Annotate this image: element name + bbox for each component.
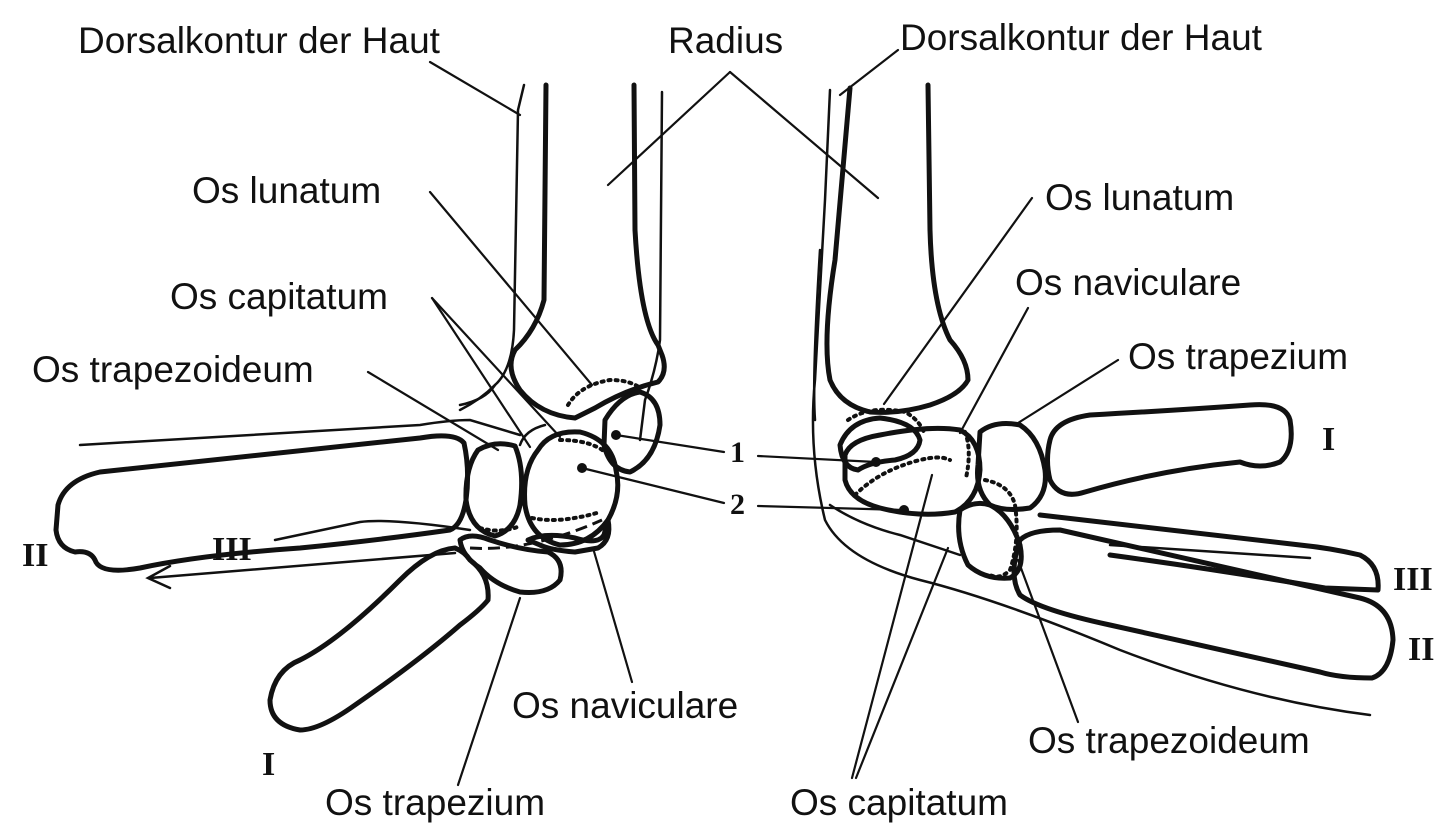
label-lunatum-left: Os lunatum <box>192 170 381 211</box>
leader-naviculare-right <box>958 306 1030 435</box>
label-dorsalkontur-left: Dorsalkontur der Haut <box>78 20 441 61</box>
marker-2-dot-right <box>899 505 909 515</box>
left-arrow-head <box>145 564 172 590</box>
label-radius: Radius <box>668 20 783 61</box>
numeral-left-III: III <box>212 531 252 568</box>
right-dorsal-skin-contour <box>811 88 1372 717</box>
leader-lines <box>366 48 1120 787</box>
leader-lunatum-right <box>882 196 1034 406</box>
left-radius-inner-edge <box>638 90 664 442</box>
numeral-left-I: I <box>262 746 275 783</box>
label-lunatum-right: Os lunatum <box>1045 177 1234 218</box>
left-dorsal-line <box>78 418 522 447</box>
leader-trapezoideum-left <box>366 370 500 452</box>
right-naviculare-dotted <box>963 430 971 480</box>
marker-1-dot-right <box>871 457 881 467</box>
leader-trapezium-right <box>1016 358 1120 425</box>
marker-2: 2 <box>730 488 745 521</box>
left-lunatum-dotted-outline <box>566 377 642 407</box>
left-wrist <box>53 82 667 733</box>
label-naviculare-left: Os naviculare <box>512 685 738 726</box>
label-trapezoideum-right: Os trapezoideum <box>1028 720 1310 761</box>
leader-marker-2-left <box>580 466 726 505</box>
leader-capitatum-left-a <box>430 296 562 439</box>
numeral-right-I: I <box>1322 421 1335 458</box>
left-trapezoideum <box>463 441 525 539</box>
right-lunatum-dotted <box>846 407 927 437</box>
left-radius <box>508 82 667 421</box>
right-metacarpal-II <box>1011 527 1396 681</box>
leader-naviculare-left <box>591 546 634 684</box>
right-metacarpal-III <box>1037 512 1381 593</box>
leader-marker-1-left <box>614 433 726 454</box>
left-capitatum-dotted <box>558 438 607 454</box>
right-capitatum-ring <box>842 425 983 517</box>
label-dorsalkontur-right: Dorsalkontur der Haut <box>900 17 1263 58</box>
right-trapezium <box>975 421 1048 512</box>
label-naviculare-right: Os naviculare <box>1015 262 1241 303</box>
left-arrow-line <box>148 551 457 580</box>
left-joint-line-b <box>518 423 547 447</box>
leader-radius-left <box>606 70 732 187</box>
left-metacarpal-III <box>273 519 472 542</box>
numeral-left-II: II <box>22 537 48 574</box>
left-metacarpal-II <box>53 433 471 573</box>
leader-dorsal-left <box>428 60 522 117</box>
marker-1: 1 <box>730 436 745 469</box>
right-metacarpal-I <box>1045 402 1294 497</box>
left-naviculare-dashed <box>469 518 603 550</box>
right-capitatum-dotted <box>853 455 952 497</box>
leader-marker-1-right <box>756 454 878 464</box>
right-radius <box>824 82 971 415</box>
right-palmar-line <box>828 503 962 557</box>
leader-lunatum-left <box>428 190 594 387</box>
leader-capitatum-right-b <box>854 546 950 780</box>
leader-capitatum-right-a <box>850 473 934 780</box>
numeral-right-III: III <box>1393 561 1433 598</box>
left-dorsal-skin-contour <box>458 83 526 412</box>
label-capitatum-left: Os capitatum <box>170 276 388 317</box>
label-trapezium-left: Os trapezium <box>325 782 545 823</box>
label-trapezium-right: Os trapezium <box>1128 336 1348 377</box>
label-capitatum-right: Os capitatum <box>790 782 1008 823</box>
left-naviculare <box>525 517 612 555</box>
right-radial-line <box>812 248 822 422</box>
leader-capitatum-left-b <box>430 296 532 449</box>
leader-radius-right <box>728 70 880 200</box>
left-capitatum-dotted-lower <box>530 510 602 522</box>
left-trapezoideum-dotted <box>478 524 522 533</box>
numeral-right-II: II <box>1408 631 1434 668</box>
leader-marker-2-right <box>756 504 906 512</box>
labels: Dorsalkontur der Haut Radius Dorsalkontu… <box>22 17 1434 823</box>
leader-trapezium-left <box>456 596 522 787</box>
left-metacarpal-I <box>267 545 491 733</box>
leader-trapezoideum-right <box>1016 558 1080 724</box>
left-joint-line-a <box>458 383 497 407</box>
right-lunatum <box>837 415 923 473</box>
label-trapezoideum-left: Os trapezoideum <box>32 349 314 390</box>
leader-dorsal-right <box>838 48 900 97</box>
